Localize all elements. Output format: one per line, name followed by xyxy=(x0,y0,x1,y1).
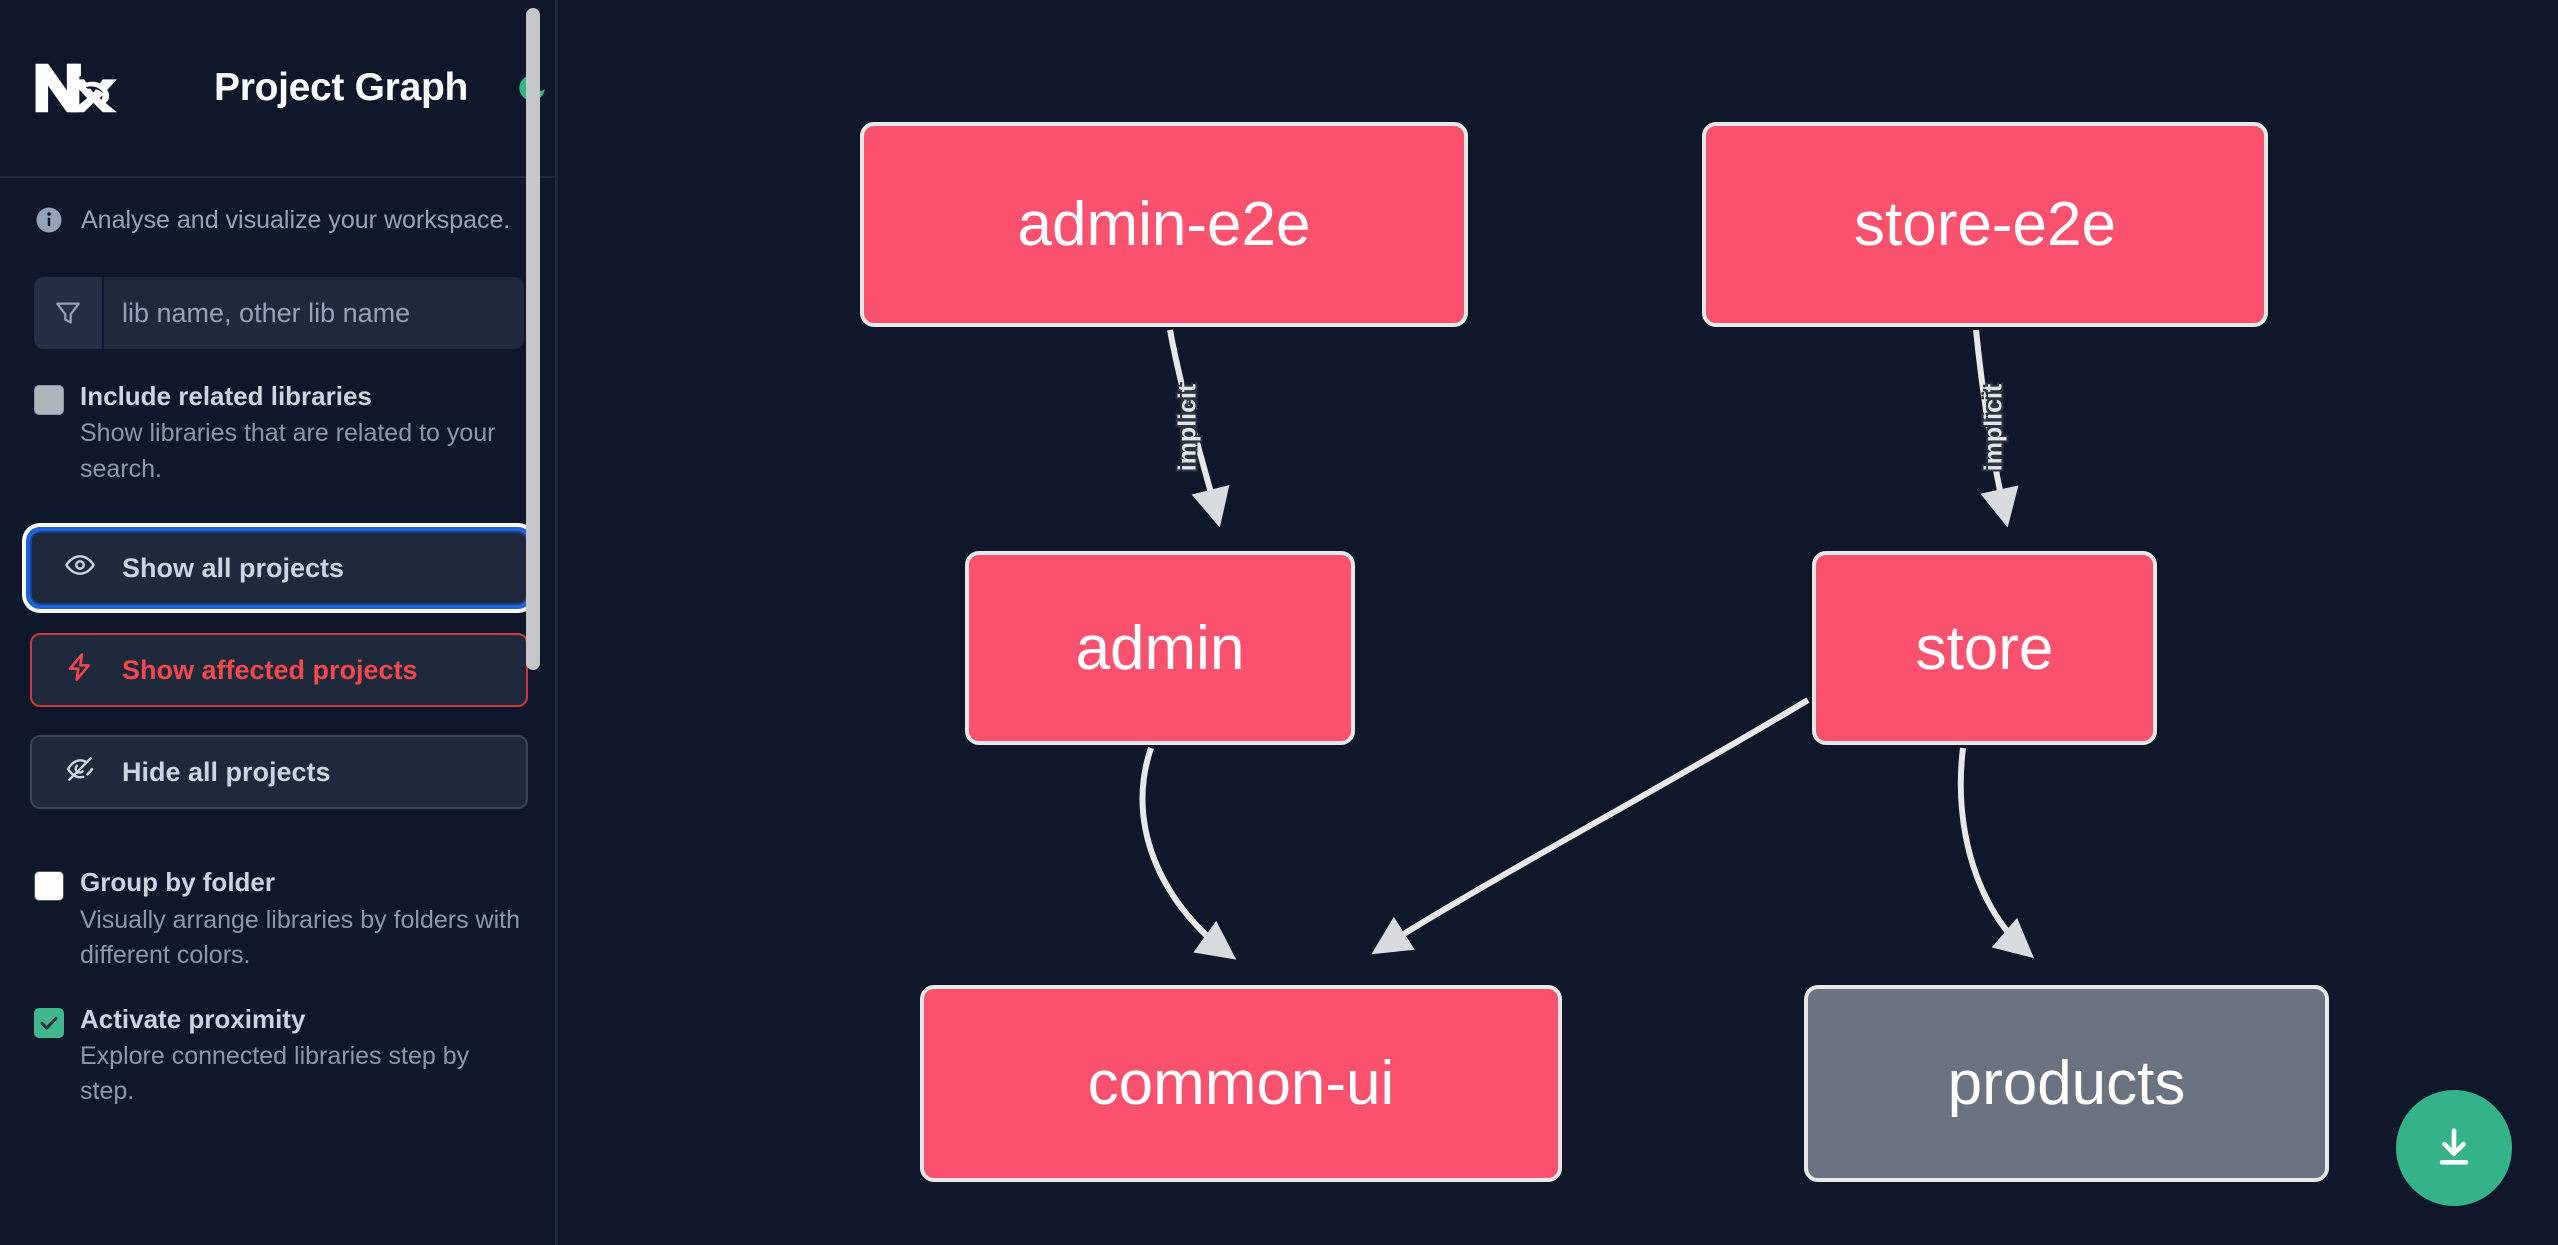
node-label: common-ui xyxy=(1087,1049,1395,1118)
node-label: products xyxy=(1947,1049,2186,1118)
graph-node-products[interactable]: products xyxy=(1804,985,2329,1182)
brand-header: Project Graph xyxy=(0,0,558,178)
option-include-related-libraries[interactable]: Include related libraries Show libraries… xyxy=(34,379,524,487)
sidebar-scrollbar-thumb[interactable] xyxy=(526,8,540,670)
show-all-projects-button[interactable]: Show all projects xyxy=(26,527,532,610)
edge-admin-e2e-admin xyxy=(1167,329,1230,528)
option-title: Include related libraries xyxy=(80,381,372,411)
node-label: store-e2e xyxy=(1854,190,2116,259)
button-label: Show all projects xyxy=(122,552,345,583)
graph-node-store-e2e[interactable]: store-e2e xyxy=(1702,122,2268,327)
node-label: admin-e2e xyxy=(1017,190,1311,259)
eye-icon xyxy=(64,549,96,588)
checkbox-include-related-libraries[interactable] xyxy=(34,385,64,415)
edge-admin-common-ui xyxy=(1139,747,1237,960)
option-group-by-folder[interactable]: Group by folder Visually arrange librari… xyxy=(34,865,524,973)
page-title: Project Graph xyxy=(214,66,468,109)
checkbox-group-by-folder[interactable] xyxy=(34,871,64,902)
option-description: Show libraries that are related to your … xyxy=(80,419,496,483)
edge-store-common-ui xyxy=(1371,697,1810,955)
checkbox-activate-proximity[interactable] xyxy=(34,1007,64,1038)
edge-store-products xyxy=(1957,747,2034,959)
graph-canvas[interactable]: admin-e2e store-e2e admin store common-u… xyxy=(558,0,2558,1245)
option-description: Visually arrange libraries by folders wi… xyxy=(80,905,521,970)
lightning-bolt-icon xyxy=(64,651,96,690)
node-label: store xyxy=(1915,613,2054,683)
search-input[interactable] xyxy=(104,277,524,349)
graph-edges xyxy=(1139,329,2034,960)
tagline-text: Analyse and visualize your workspace. xyxy=(81,205,511,234)
graph-node-store[interactable]: store xyxy=(1812,551,2157,745)
edge-store-e2e-store xyxy=(1973,329,2019,528)
button-label: Hide all projects xyxy=(122,756,331,787)
sidebar-divider xyxy=(555,0,558,1245)
show-affected-projects-button[interactable]: Show affected projects xyxy=(30,633,528,708)
option-title: Activate proximity xyxy=(80,1003,306,1034)
eye-slash-icon xyxy=(64,753,96,792)
nx-logo-icon xyxy=(34,60,120,116)
hide-all-projects-button[interactable]: Hide all projects xyxy=(30,735,528,810)
graph-node-admin-e2e[interactable]: admin-e2e xyxy=(860,122,1468,327)
graph-node-admin[interactable]: admin xyxy=(965,551,1355,745)
sidebar: Project Graph Analyse and visualize your… xyxy=(0,0,558,1245)
option-activate-proximity[interactable]: Activate proximity Explore connected lib… xyxy=(34,1002,524,1110)
info-icon xyxy=(34,205,64,235)
filter-funnel-icon[interactable] xyxy=(34,277,104,349)
node-label: admin xyxy=(1075,613,1245,683)
tagline: Analyse and visualize your workspace. xyxy=(0,178,558,262)
button-label: Show affected projects xyxy=(122,654,418,685)
graph-node-common-ui[interactable]: common-ui xyxy=(920,985,1562,1182)
search-row xyxy=(34,277,524,349)
option-description: Explore connected libraries step by step… xyxy=(80,1041,470,1106)
download-icon[interactable] xyxy=(2396,1090,2512,1206)
project-visibility-buttons: Show all projects Show affected projects xyxy=(26,527,532,810)
option-title: Group by folder xyxy=(80,867,275,898)
